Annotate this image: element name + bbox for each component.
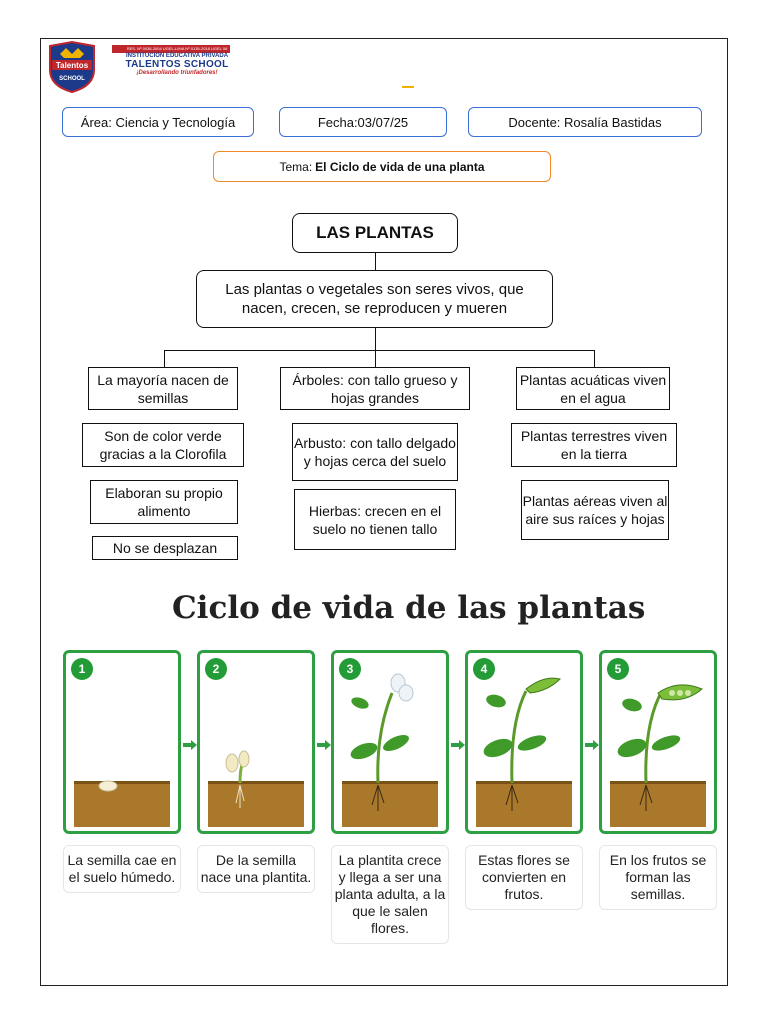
seed-pod-plant-icon [617,684,703,811]
arrow-right-icon [451,740,465,750]
school-name: TALENTOS SCHOOL [125,59,229,70]
soil-icon [476,781,572,827]
cycle-step-panel: 2 [197,650,315,834]
map-col3-item: Plantas acuáticas viven en el agua [516,367,670,410]
topic-prefix: Tema: [279,159,313,174]
worksheet-page [40,38,728,986]
step-caption: La semilla cae en el suelo húmedo. [63,845,181,893]
cycle-step-panel: 5 [599,650,717,834]
map-col1-item: La mayoría nacen de semillas [88,367,238,410]
plants-definition: Las plantas o vegetales son seres vivos,… [196,270,553,328]
cycle-title: Ciclo de vida de las plantas [172,590,646,626]
arrow-right-icon [317,740,331,750]
cycle-step-panel: 4 [465,650,583,834]
soil-icon [610,781,706,827]
arrow-right-icon [585,740,599,750]
school-motto: ¡Desarrollando triunfadores! [136,70,218,76]
teacher-box: Docente: Rosalía Bastidas [468,107,702,137]
map-col1-item: No se desplazan [92,536,238,560]
connector [164,350,165,367]
soil-icon [342,781,438,827]
soil-icon [208,781,304,827]
connector [375,253,376,270]
map-col1-item: Son de color verde gracias a la Clorofil… [82,423,244,467]
arrow-right-icon [183,740,197,750]
area-box: Área: Ciencia y Tecnología [62,107,254,137]
step-number-badge: 2 [205,658,227,680]
registration-bar [112,45,230,53]
institution-type: INSTITUCIÓN EDUCATIVA PRIVADA [125,53,229,59]
step-caption: En los frutos se forman las semillas. [599,845,717,910]
map-col2-item: Árboles: con tallo grueso y hojas grande… [280,367,470,410]
school-header: RES. Nº 0038-2004 UGEL-LIMA Nº 0135-2018… [112,46,242,76]
map-col2-item: Arbusto: con tallo delgado y hojas cerca… [292,423,458,481]
decorative-dash [402,86,414,88]
sprout-icon [225,750,250,808]
date-box: Fecha:03/07/25 [279,107,447,137]
topic-title: El Ciclo de vida de una planta [315,159,485,174]
map-col3-item: Plantas terrestres viven en la tierra [511,423,677,467]
map-title: LAS PLANTAS [292,213,458,253]
school-logo-icon: Talentos SCHOOL [49,40,95,94]
step-caption: Estas flores se convierten en frutos. [465,845,583,910]
topic-box: Tema: El Ciclo de vida de una planta [213,151,551,182]
seed-icon [98,780,118,792]
fruiting-plant-icon [483,677,561,811]
logo-sub: SCHOOL [59,76,85,82]
logo-label: Talentos [56,61,89,70]
flowering-plant-icon [350,673,414,811]
map-col1-item: Elaboran su propio alimento [90,480,238,524]
step-caption: La plantita crece y llega a ser una plan… [331,845,449,944]
connector [375,350,376,367]
step-number-badge: 5 [607,658,629,680]
connector [375,328,376,350]
map-col3-item: Plantas aéreas viven al aire sus raíces … [521,480,669,540]
soil-icon [74,781,170,827]
connector [164,350,594,351]
step-number-badge: 1 [71,658,93,680]
step-number-badge: 3 [339,658,361,680]
map-col2-item: Hierbas: crecen en el suelo no tienen ta… [294,489,456,550]
step-caption: De la semilla nace una plantita. [197,845,315,893]
cycle-step-panel: 1 [63,650,181,834]
connector [594,350,595,367]
cycle-step-panel: 3 [331,650,449,834]
registration-text: RES. Nº 0038-2004 UGEL-LIMA Nº 0135-2018… [126,46,228,51]
step-number-badge: 4 [473,658,495,680]
